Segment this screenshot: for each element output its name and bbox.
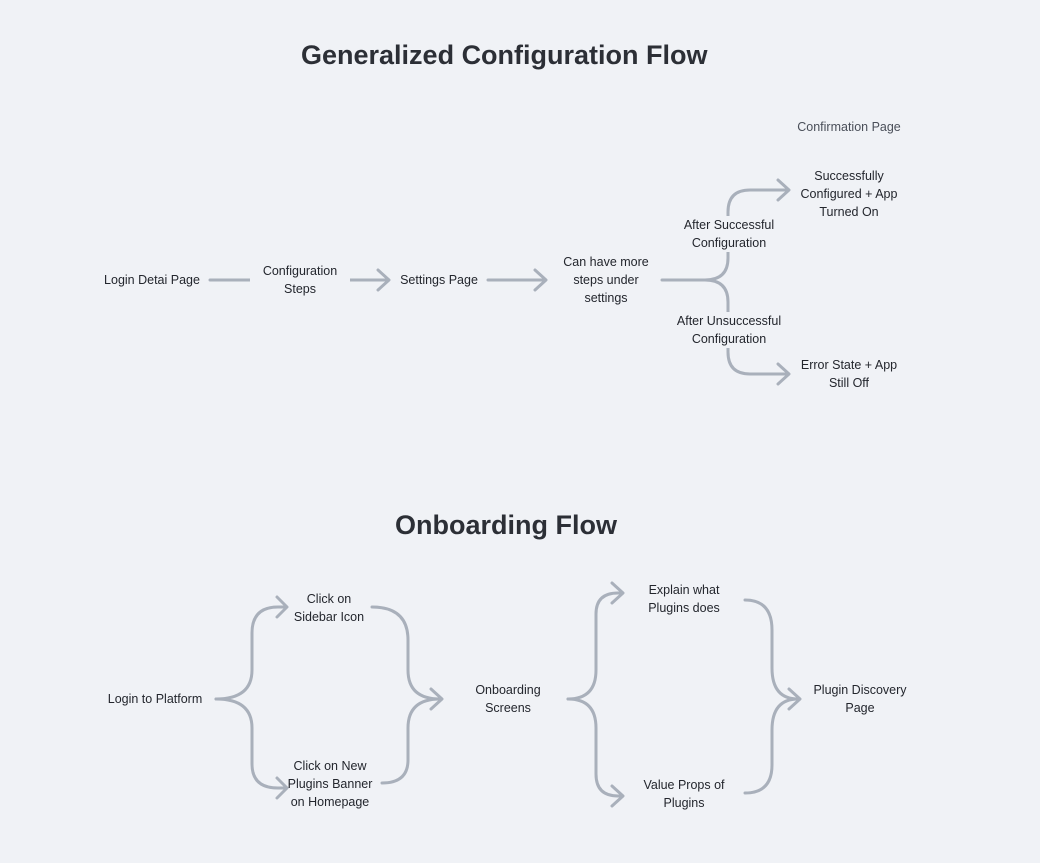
node-more-steps: Can have more steps under settings [563,255,649,305]
node-plugin-discovery-page: Plugin Discovery Page [813,683,907,715]
node-value-props: Value Props of Plugins [643,778,725,810]
fork-login-brace [214,595,289,800]
config-flow-title: Generalized Configuration Flow [301,40,708,70]
branch-failure-connector [703,278,791,386]
merge-plugin-discovery-brace [743,598,802,795]
node-click-sidebar-icon: Click on Sidebar Icon [293,592,365,624]
section-label-confirmation-page: Confirmation Page [797,120,901,134]
arrow-settings-to-more-steps [486,268,548,292]
edge-label-after-unsuccessful: After Unsuccessful Configuration [668,312,790,348]
node-successfully-configured: Successfully Configured + App Turned On [800,169,898,219]
node-onboarding-screens: Onboarding Screens [475,683,541,715]
merge-onboarding-brace [370,605,444,785]
fork-onboarding-brace [566,581,625,808]
node-login-detail-page: Login Detai Page [104,273,200,287]
node-login-to-platform: Login to Platform [107,692,203,706]
node-error-state: Error State + App Still Off [800,358,898,390]
node-explain-plugins: Explain what Plugins does [648,583,720,615]
edge-label-configuration-steps: Configuration Steps [250,262,350,298]
node-settings-page: Settings Page [400,273,478,287]
edge-label-after-successful: After Successful Configuration [672,216,786,252]
onboarding-flow-title: Onboarding Flow [395,510,617,540]
node-click-new-plugins-banner: Click on New Plugins Banner on Homepage [287,759,373,809]
